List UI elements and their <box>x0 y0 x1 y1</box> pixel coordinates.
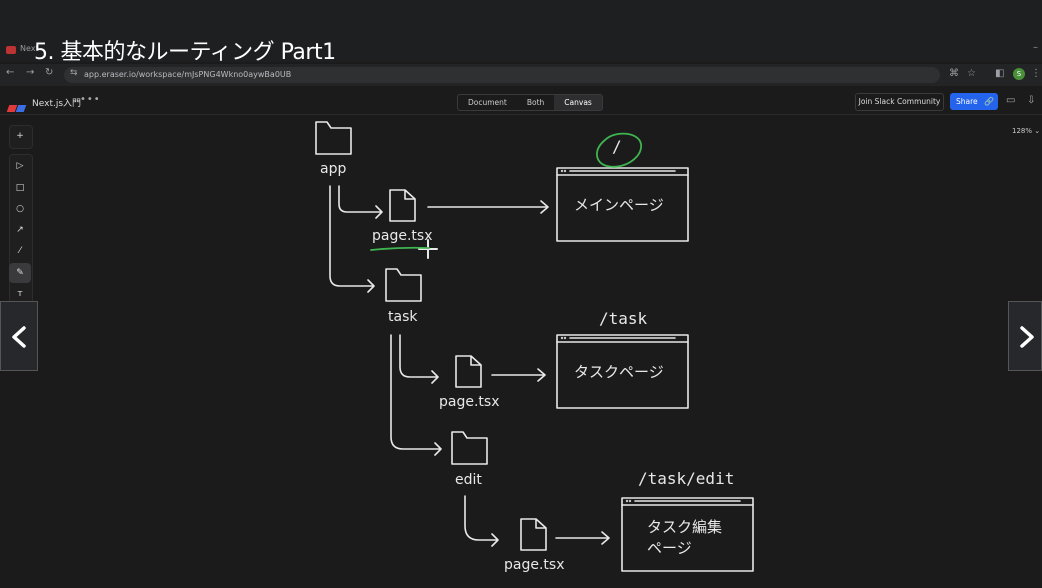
task-to-edit-connector <box>390 334 442 456</box>
more-options-icon[interactable]: ••• <box>80 94 101 105</box>
forward-icon[interactable]: → <box>26 67 35 78</box>
tab-favicon-icon <box>6 46 16 54</box>
bookmark-star-icon[interactable]: ☆ <box>967 68 976 79</box>
link-icon: 🔗 <box>984 97 994 106</box>
next-slide-button[interactable] <box>1008 301 1042 371</box>
page-file-icon-3 <box>520 518 547 551</box>
app-to-page-connector <box>338 185 383 219</box>
edit-route-label: /task/edit <box>638 469 735 488</box>
root-route-label: / <box>612 137 622 156</box>
video-title: 5. 基本的なルーティング Part1 <box>34 40 336 65</box>
profile-avatar[interactable]: S <box>1013 68 1025 80</box>
app-folder-label: app <box>320 161 347 177</box>
document-name[interactable]: Next.js入門 <box>32 99 82 109</box>
export-icon[interactable]: ⇩ <box>1027 95 1036 106</box>
browser-tab[interactable]: Next <box>20 44 39 53</box>
select-tool-icon[interactable]: ▷ <box>16 161 24 171</box>
root-route-circle <box>596 132 642 168</box>
arrow-to-edit-page <box>555 531 610 545</box>
share-button[interactable]: Share 🔗 <box>950 93 998 110</box>
share-label: Share <box>956 97 978 106</box>
minimize-icon[interactable]: – <box>1033 42 1038 53</box>
pen-tool-icon[interactable]: ✎ <box>9 263 31 283</box>
edit-folder-icon <box>451 431 488 465</box>
task-folder-icon <box>385 268 422 302</box>
line-tool-icon[interactable]: ⁄ <box>19 246 21 256</box>
main-page-window <box>556 167 689 242</box>
comment-icon[interactable]: ▭ <box>1006 95 1016 106</box>
tab-both[interactable]: Both <box>526 98 545 107</box>
view-mode-switch: Document Both Canvas <box>457 94 603 111</box>
edit-page-label-line1: タスク編集 <box>647 518 723 536</box>
page-file-label-2: page.tsx <box>439 394 500 410</box>
page-file-label-3: page.tsx <box>504 557 565 573</box>
crosshair-cursor-icon <box>418 239 438 259</box>
arrow-tool-icon[interactable]: ↗ <box>16 225 24 235</box>
translate-icon[interactable]: ⌘ <box>949 68 959 79</box>
edit-folder-label: edit <box>455 472 482 488</box>
edit-page-label-line2: ページ <box>647 539 692 557</box>
arrow-to-main-page <box>427 200 549 214</box>
page-file-label-1: page.tsx <box>372 228 433 244</box>
ellipse-tool-icon[interactable]: ○ <box>16 204 24 214</box>
previous-slide-button[interactable] <box>0 301 38 371</box>
page-file-icon-1 <box>389 189 416 222</box>
edit-page-window <box>621 497 754 572</box>
add-button[interactable] <box>9 125 33 149</box>
zoom-value: 128% <box>1012 127 1033 135</box>
chevron-right-icon <box>1020 326 1034 348</box>
arrow-to-task-page <box>491 368 546 382</box>
task-to-page-connector <box>399 334 439 384</box>
sidepanel-icon[interactable]: ◧ <box>995 68 1005 79</box>
plus-icon[interactable]: + <box>16 131 24 141</box>
tab-document[interactable]: Document <box>468 98 507 107</box>
reload-icon[interactable]: ↻ <box>45 67 54 78</box>
page-file-icon-2 <box>455 355 482 388</box>
page-underline <box>370 246 430 251</box>
back-icon[interactable]: ← <box>6 67 15 78</box>
join-slack-button[interactable]: Join Slack Community <box>855 93 944 111</box>
url-text[interactable]: app.eraser.io/workspace/mJsPNG4Wkno0aywB… <box>84 70 292 79</box>
browser-menu-icon[interactable]: ⋮ <box>1031 68 1041 79</box>
task-page-label: タスクページ <box>574 363 664 381</box>
rectangle-tool-icon[interactable]: □ <box>15 183 25 193</box>
url-field[interactable] <box>64 67 940 83</box>
task-route-label: /task <box>599 309 648 328</box>
text-tool-icon[interactable]: ᴛ <box>17 289 23 299</box>
chevron-left-icon <box>12 326 26 348</box>
task-folder-label: task <box>388 309 418 325</box>
task-page-window <box>556 334 689 409</box>
browser-tab-bar <box>0 0 1042 62</box>
edit-to-page-connector <box>464 495 499 547</box>
main-page-label: メインページ <box>574 196 664 214</box>
zoom-level[interactable]: 128% ⌄ <box>1012 127 1041 135</box>
app-to-task-connector <box>329 185 375 293</box>
tab-canvas[interactable]: Canvas <box>554 95 602 110</box>
app-folder-icon <box>315 121 352 155</box>
site-settings-icon[interactable]: ⇆ <box>70 68 78 78</box>
